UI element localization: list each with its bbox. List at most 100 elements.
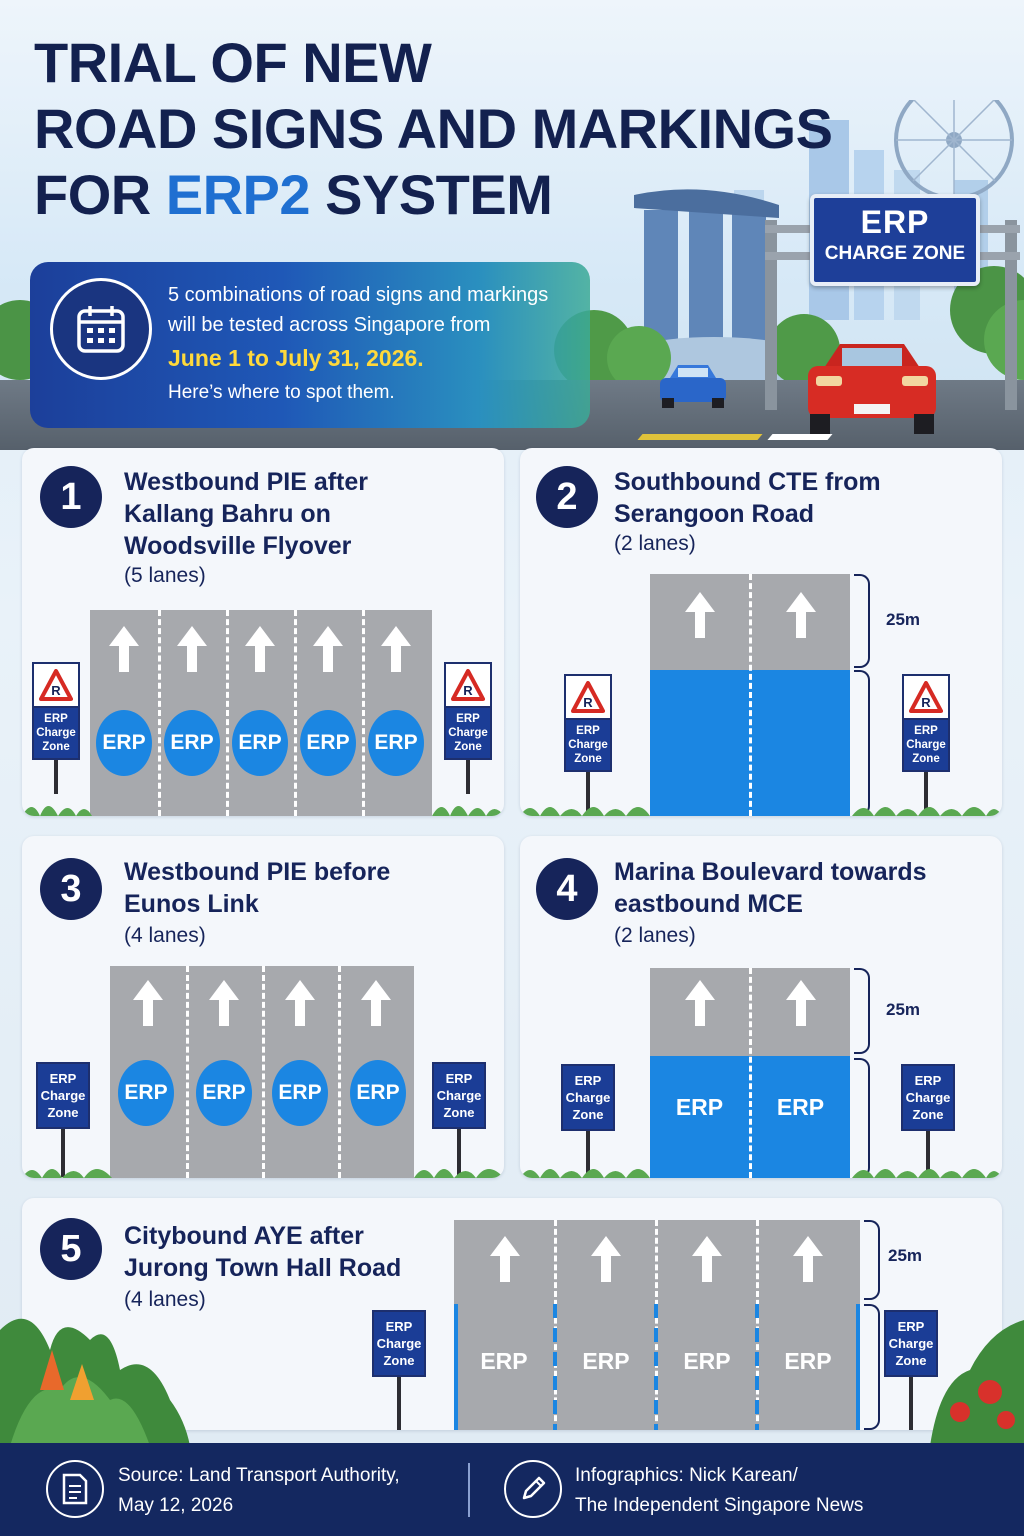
erp-circle-marking: ERP	[300, 710, 356, 776]
distance-bracket	[854, 574, 870, 668]
lane-divider	[749, 574, 752, 816]
sign-line: Zone	[454, 741, 482, 753]
panel-4-lanes: (2 lanes)	[614, 924, 696, 947]
panel-3-lanes: (4 lanes)	[124, 924, 206, 947]
sign-pole	[926, 1131, 930, 1177]
panel-2-lanes: (2 lanes)	[614, 532, 696, 555]
left-foliage-illustration	[0, 1318, 190, 1446]
footer-credit-line-2: The Independent Singapore News	[575, 1495, 864, 1516]
panel-4: 4 Marina Boulevard towards eastbound MCE…	[520, 836, 1002, 1178]
erp-text-marking: ERP	[675, 1094, 724, 1120]
sign-line: Charge	[888, 1336, 934, 1351]
sign-line: Zone	[912, 753, 940, 765]
grass-decoration	[414, 1169, 504, 1178]
sign-line: Charge	[40, 1088, 86, 1103]
page-title: TRIAL OF NEW ROAD SIGNS AND MARKINGS FOR…	[34, 30, 833, 228]
road-diagram-2-lanes	[650, 574, 850, 816]
title-accent: ERP2	[165, 163, 311, 226]
erp-text-marking: ERP	[776, 1094, 825, 1120]
sign-line: Zone	[572, 1107, 604, 1122]
panel-5-title-line-1: Citybound AYE after	[124, 1222, 364, 1250]
panel-3: 3 Westbound PIE before Eunos Link (4 lan…	[22, 836, 504, 1178]
panel-1-title-line-3: Woodsville Flyover	[124, 532, 352, 560]
banner-spot: Here’s where to spot them.	[168, 382, 395, 403]
up-arrow-marking	[245, 626, 275, 672]
sign-line: Charge	[906, 739, 946, 751]
sign-pole	[54, 760, 58, 794]
r-warning-icon: R	[32, 662, 80, 706]
panel-number-3: 3	[40, 858, 102, 920]
sign-pole	[466, 760, 470, 794]
r-warning-icon: R	[564, 674, 612, 718]
sign-pole	[586, 772, 590, 814]
footer: Source: Land Transport Authority, May 12…	[0, 1443, 1024, 1536]
pencil-icon	[504, 1460, 562, 1518]
up-arrow-marking	[692, 1236, 722, 1282]
title-suffix: SYSTEM	[310, 163, 553, 226]
panel-1-title: Westbound PIE after Kallang Bahru on Woo…	[124, 466, 368, 562]
svg-text:R: R	[51, 683, 61, 698]
sign-line: Charge	[436, 1088, 482, 1103]
footer-credit-line-1: Infographics: Nick Karean/	[575, 1465, 798, 1486]
title-line-1: TRIAL OF NEW	[34, 31, 432, 94]
sign-line: Zone	[47, 1105, 79, 1120]
gantry-sign-title: ERP	[860, 204, 930, 240]
footer-credit: Infographics: Nick Karean/ The Independe…	[575, 1461, 863, 1521]
up-arrow-marking	[490, 1236, 520, 1282]
blue-dashed-lane-divider	[654, 1304, 658, 1430]
panel-4-title: Marina Boulevard towards eastbound MCE	[614, 856, 927, 920]
panel-1-lanes: (5 lanes)	[124, 564, 206, 587]
panel-4-title-line-2: eastbound MCE	[614, 890, 803, 918]
panel-2: 2 Southbound CTE from Serangoon Road (2 …	[520, 448, 1002, 816]
up-arrow-marking	[313, 626, 343, 672]
sign-line: Zone	[912, 1107, 944, 1122]
erp-circle-marking: ERP	[118, 1060, 174, 1126]
distance-label: 25m	[886, 1000, 921, 1019]
erp-circle-marking: ERP	[272, 1060, 328, 1126]
sign-line: ERP	[914, 725, 938, 737]
lane-divider	[158, 610, 161, 816]
panel-5-title: Citybound AYE after Jurong Town Hall Roa…	[124, 1220, 401, 1284]
distance-label: 25m	[886, 610, 921, 629]
distance-bracket	[854, 968, 870, 1054]
erp-text-marking: ERP	[480, 1348, 528, 1374]
grass-decoration	[22, 1169, 112, 1178]
panel-3-title-line-1: Westbound PIE before	[124, 858, 391, 886]
up-arrow-marking	[285, 980, 315, 1026]
panel-1-title-line-2: Kallang Bahru on	[124, 500, 331, 528]
panel-5: 5 Citybound AYE after Jurong Town Hall R…	[22, 1198, 1002, 1430]
sign-line: ERP	[574, 1073, 602, 1088]
erp-text-marking: ERP	[683, 1348, 731, 1374]
erp-text-marking: ERP	[784, 1348, 832, 1374]
blue-dashed-lane-divider	[553, 1304, 557, 1430]
lane-divider	[362, 610, 365, 816]
panel-1-title-line-1: Westbound PIE after	[124, 468, 369, 496]
distance-bracket	[864, 1220, 880, 1300]
panel-5-lanes: (4 lanes)	[124, 1288, 206, 1311]
sign-line: ERP	[385, 1319, 413, 1334]
panel-2-title-line-1: Southbound CTE from	[614, 468, 881, 496]
sign-line: Charge	[376, 1336, 422, 1351]
lane-divider	[186, 966, 189, 1178]
erp-circle-marking: ERP	[368, 710, 424, 776]
sign-pole	[397, 1377, 401, 1430]
red-car-illustration	[808, 344, 936, 434]
grass-decoration	[852, 807, 1002, 816]
panel-4-title-line-1: Marina Boulevard towards	[614, 858, 927, 886]
road-diagram-2-lanes-solid: ERP ERP	[650, 968, 850, 1178]
